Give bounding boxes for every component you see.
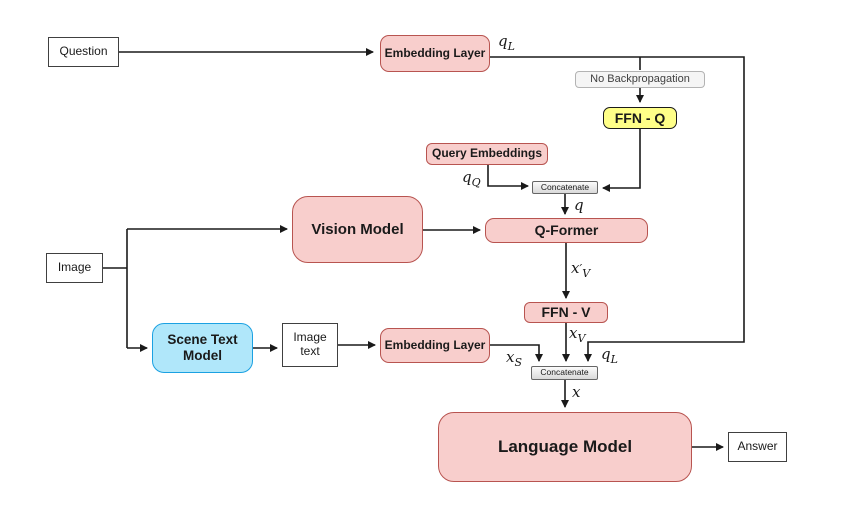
label-qL-top: qL xyxy=(498,32,515,53)
scene-text-model-node: Scene Text Model xyxy=(152,323,253,373)
q-former-node: Q-Former xyxy=(485,218,648,243)
concatenate-bottom-node: Concatenate xyxy=(531,366,598,380)
answer-node: Answer xyxy=(728,432,787,462)
no-backpropagation-label: No Backpropagation xyxy=(590,73,690,86)
label-qL-bottom: qL xyxy=(601,345,618,366)
query-embeddings-node: Query Embeddings xyxy=(426,143,548,165)
embedding-layer-top-node: Embedding Layer xyxy=(380,35,490,72)
scene-text-model-label-line2: Model xyxy=(183,348,222,363)
image-text-label-line1: Image xyxy=(293,330,327,345)
embedding-layer-top-label: Embedding Layer xyxy=(384,45,486,60)
embedding-layer-bottom-node: Embedding Layer xyxy=(380,328,490,363)
embedding-layer-bottom-label: Embedding Layer xyxy=(384,337,486,352)
label-x-prime-V: x′V xyxy=(571,259,591,280)
vision-model-label: Vision Model xyxy=(311,220,404,238)
label-qQ: qQ xyxy=(462,168,481,189)
language-model-label: Language Model xyxy=(497,437,633,457)
label-xV: xV xyxy=(569,324,586,345)
no-backpropagation-node: No Backpropagation xyxy=(575,71,705,88)
edge-ffnq-to-concat-top xyxy=(602,129,641,192)
image-text-label-line2: text xyxy=(300,344,320,358)
image-node: Image xyxy=(46,253,103,283)
label-xS: xS xyxy=(506,348,523,369)
label-q-mid: q xyxy=(574,196,584,214)
query-embeddings-label: Query Embeddings xyxy=(431,146,543,161)
edge-query-emb-to-concat-top xyxy=(487,165,529,190)
edge-embedding-to-concat-bottom xyxy=(490,344,543,362)
question-label: Question xyxy=(59,44,108,59)
edge-qL-feedthrough xyxy=(490,56,745,362)
edge-image-branch xyxy=(103,229,128,348)
answer-label: Answer xyxy=(737,439,778,454)
question-node: Question xyxy=(48,37,119,67)
scene-text-model-label-line1: Scene Text xyxy=(167,332,238,348)
concatenate-top-label: Concatenate xyxy=(540,181,590,192)
ffn-q-label: FFN - Q xyxy=(614,109,666,126)
vision-model-node: Vision Model xyxy=(292,196,423,263)
label-x-final: x xyxy=(572,383,581,401)
image-label: Image xyxy=(57,260,92,275)
ffn-q-node: FFN - Q xyxy=(603,107,677,129)
concatenate-top-node: Concatenate xyxy=(532,181,598,194)
concatenate-bottom-label: Concatenate xyxy=(540,367,589,378)
language-model-node: Language Model xyxy=(438,412,692,482)
image-text-node: Image text xyxy=(282,323,338,367)
q-former-label: Q-Former xyxy=(534,222,599,239)
ffn-v-node: FFN - V xyxy=(524,302,608,323)
ffn-v-label: FFN - V xyxy=(541,304,591,321)
